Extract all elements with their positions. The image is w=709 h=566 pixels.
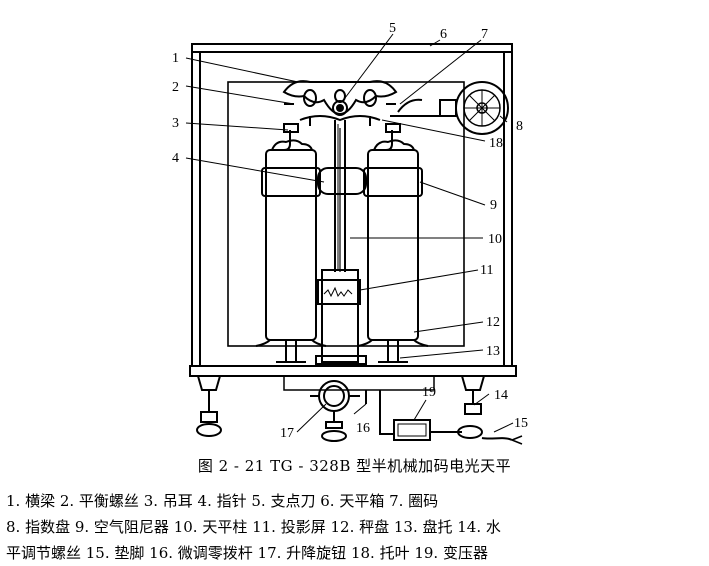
callout-5: 5 bbox=[389, 21, 396, 36]
left-hanger bbox=[283, 123, 299, 151]
callout-11: 11 bbox=[480, 263, 493, 278]
right-foot bbox=[460, 375, 486, 391]
callout-3: 3 bbox=[172, 116, 179, 131]
balance-column bbox=[321, 269, 359, 363]
callout-6: 6 bbox=[440, 27, 447, 42]
callout-18: 18 bbox=[489, 136, 503, 151]
left-pan bbox=[255, 339, 327, 347]
right-hanger bbox=[385, 123, 401, 151]
legend-line: 平调节螺丝 15. 垫脚 16. 微调零拨杆 17. 升降旋钮 18. 托叶 1… bbox=[6, 544, 488, 562]
callout-17: 17 bbox=[280, 426, 294, 441]
callout-13: 13 bbox=[486, 344, 500, 359]
base-plate bbox=[189, 365, 517, 377]
callout-14: 14 bbox=[494, 388, 508, 403]
callout-2: 2 bbox=[172, 80, 179, 95]
right-pan bbox=[357, 339, 429, 347]
callout-19: 19 bbox=[422, 385, 436, 400]
pivot-knife bbox=[332, 100, 348, 116]
callout-7: 7 bbox=[481, 27, 488, 42]
beam bbox=[282, 80, 398, 116]
callout-4: 4 bbox=[172, 151, 179, 166]
front-foot bbox=[325, 410, 343, 429]
legend-line: 1. 横梁 2. 平衡螺丝 3. 吊耳 4. 指针 5. 支点刀 6. 天平箱 … bbox=[6, 492, 439, 510]
callout-1: 1 bbox=[172, 51, 179, 66]
left-damper bbox=[265, 149, 317, 341]
figure-caption: 图 2 - 21 TG - 328B 型半机械加码电光天平 bbox=[197, 457, 512, 475]
callout-9: 9 bbox=[490, 198, 497, 213]
callout-15: 15 bbox=[514, 416, 528, 431]
callout-16: 16 bbox=[356, 421, 370, 436]
legend-line: 8. 指数盘 9. 空气阻尼器 10. 天平柱 11. 投影屏 12. 秤盘 1… bbox=[6, 518, 501, 536]
callout-8: 8 bbox=[516, 119, 523, 134]
transformer bbox=[393, 419, 431, 441]
callout-10: 10 bbox=[488, 232, 502, 247]
projection-screen bbox=[317, 279, 361, 305]
right-damper bbox=[367, 149, 419, 341]
legend: 1. 横梁 2. 平衡螺丝 3. 吊耳 4. 指针 5. 支点刀 6. 天平箱 … bbox=[6, 488, 706, 566]
callout-12: 12 bbox=[486, 315, 500, 330]
left-foot bbox=[196, 375, 222, 391]
support-leaf bbox=[299, 115, 381, 126]
